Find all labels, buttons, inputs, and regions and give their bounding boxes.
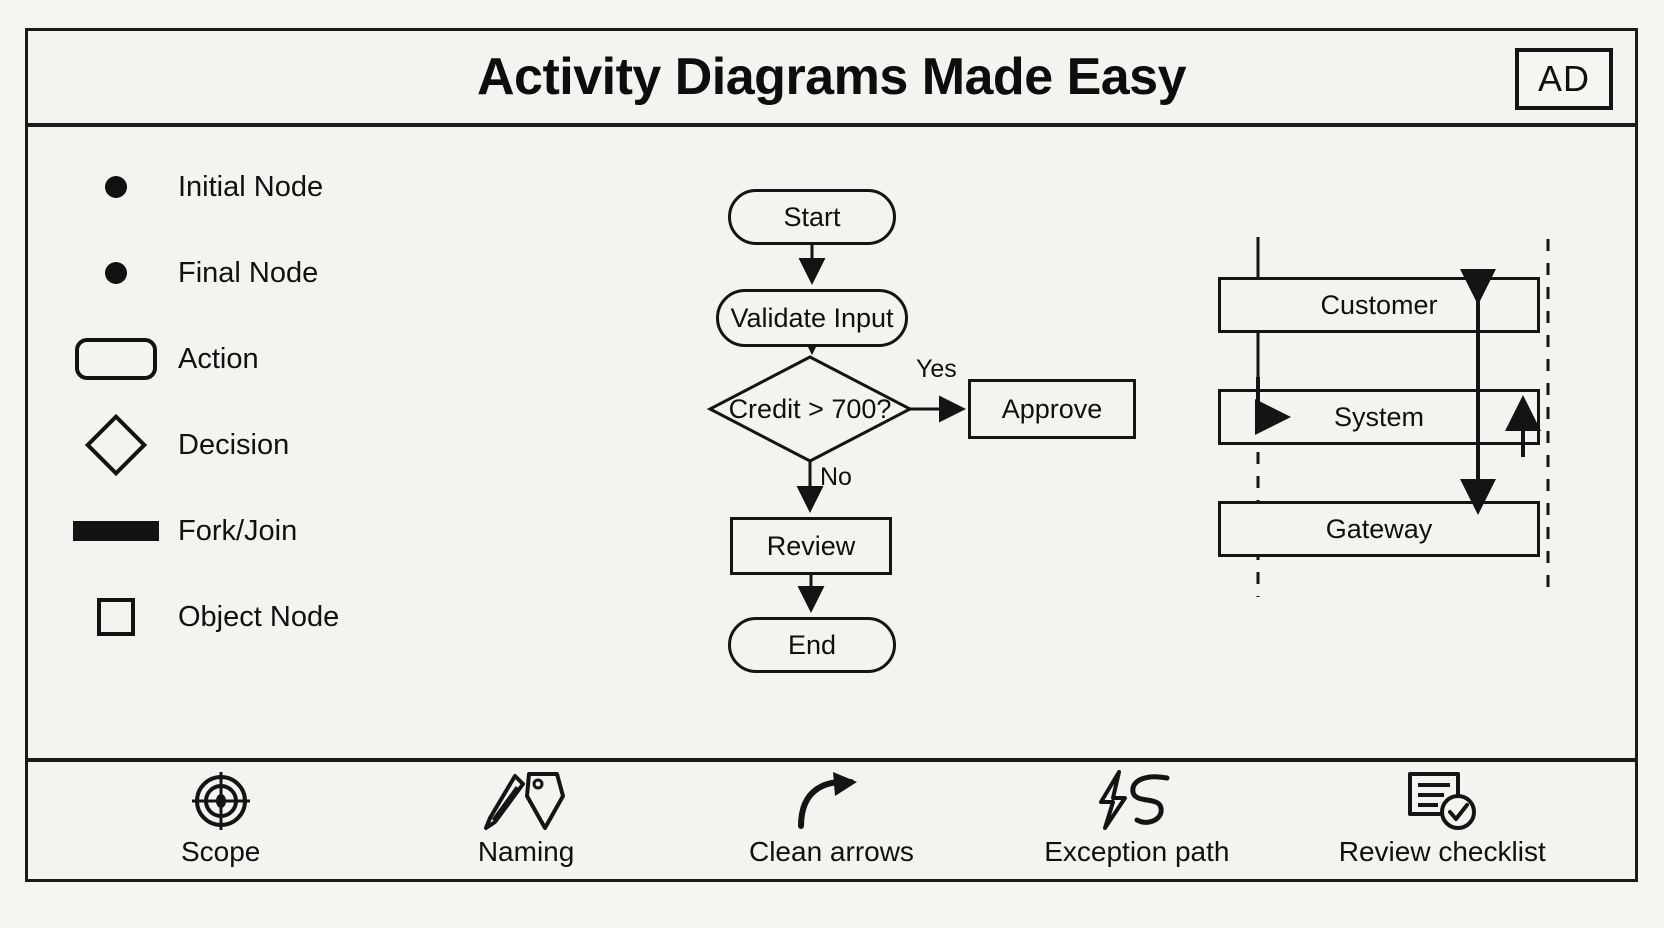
footer-item-scope[interactable]: Scope	[76, 762, 366, 868]
footer-item-label: Exception path	[1044, 836, 1230, 867]
swimlane-diagram: Customer System Gateway	[1178, 127, 1618, 758]
flow-node-end[interactable]: End	[728, 617, 896, 673]
legend-item-label: Object Node	[178, 601, 340, 633]
edge-label-no: No	[820, 463, 852, 491]
poster-header: Activity Diagrams Made Easy AD	[28, 31, 1635, 127]
legend-item-fork-join: Fork/Join	[66, 501, 406, 587]
footer-item-naming[interactable]: Naming	[381, 762, 671, 868]
rounded-rectangle-icon	[66, 329, 166, 389]
footer-item-exception-path[interactable]: Exception path	[992, 762, 1282, 868]
poster-body: Initial Node Final Node Action Decision	[28, 127, 1635, 758]
diamond-icon	[66, 413, 166, 477]
poster-card: Activity Diagrams Made Easy AD Initial N…	[25, 28, 1638, 882]
legend-item-label: Action	[178, 343, 259, 375]
legend-item-object-node: Object Node	[66, 587, 406, 673]
legend-item-initial-node: Initial Node	[66, 157, 406, 243]
legend-item-label: Fork/Join	[178, 515, 298, 547]
legend-item-label: Final Node	[178, 257, 319, 289]
poster-footer: Scope Naming	[28, 758, 1635, 879]
edge-label-yes: Yes	[916, 355, 957, 383]
flow-node-decision[interactable]: Credit > 700?	[710, 357, 910, 461]
flow-node-validate-input[interactable]: Validate Input	[716, 289, 908, 347]
legend-item-final-node: Final Node	[66, 243, 406, 329]
footer-item-label: Scope	[180, 836, 261, 867]
flow-diagram: Start Validate Input Credit > 700? Appro…	[648, 127, 1208, 758]
document-check-icon	[1404, 770, 1480, 832]
solid-bar-icon	[66, 501, 166, 561]
legend-item-label: Initial Node	[178, 171, 324, 203]
target-icon	[190, 770, 252, 832]
flow-connectors	[706, 245, 966, 613]
swimlane-gateway[interactable]: Gateway	[1218, 501, 1540, 557]
swimlane-customer[interactable]: Customer	[1218, 277, 1540, 333]
flow-node-decision-label: Credit > 700?	[728, 393, 892, 424]
page-title: Activity Diagrams Made Easy	[476, 48, 1187, 106]
filled-circle-icon	[66, 157, 166, 217]
footer-item-review-checklist[interactable]: Review checklist	[1297, 762, 1587, 868]
curved-arrow-icon	[793, 770, 869, 832]
filled-circle-icon	[66, 243, 166, 303]
legend-item-decision: Decision	[66, 413, 406, 501]
lightning-squiggle-icon	[1093, 770, 1181, 832]
swimlane-system[interactable]: System	[1218, 389, 1540, 445]
badge-ad: AD	[1515, 48, 1613, 110]
footer-item-label: Review checklist	[1338, 836, 1546, 867]
footer-item-label: Naming	[477, 836, 575, 867]
flow-node-start[interactable]: Start	[728, 189, 896, 245]
square-icon	[66, 587, 166, 647]
legend-item-label: Decision	[178, 429, 290, 461]
legend-panel: Initial Node Final Node Action Decision	[66, 157, 406, 673]
flow-node-approve[interactable]: Approve	[968, 379, 1136, 439]
flow-node-review[interactable]: Review	[730, 517, 892, 575]
pencil-tag-icon	[483, 770, 569, 832]
legend-item-action: Action	[66, 329, 406, 415]
footer-item-clean-arrows[interactable]: Clean arrows	[686, 762, 976, 868]
footer-item-label: Clean arrows	[748, 836, 914, 867]
